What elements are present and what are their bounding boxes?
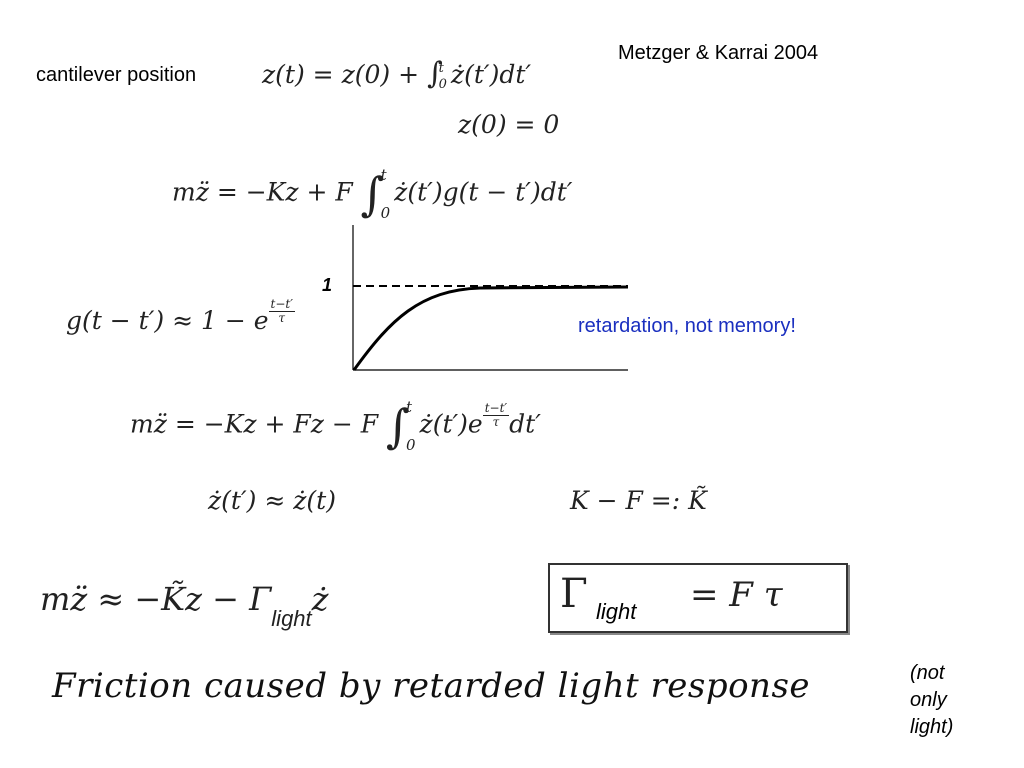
lower-limit: 0 (405, 436, 416, 454)
initial-condition: z(0) = 0 (458, 110, 560, 139)
response-plot (352, 225, 629, 371)
gamma-light-subscript: light (596, 599, 637, 624)
gamma-rhs: = F τ (690, 575, 783, 615)
lower-limit: 0 (438, 76, 447, 92)
position-equation-lhs: z(t) = z(0) + (262, 60, 427, 89)
lower-limit: 0 (380, 204, 391, 222)
response-function-lhs: g(t − t′) ≈ 1 − e (66, 306, 269, 335)
eom2-lhs: mz̈ = −Kz + Fz − F (130, 409, 379, 439)
position-equation-rhs: ż(t′)dt′ (450, 60, 532, 89)
friction-coefficient-box: Γ light = F τ (548, 563, 848, 633)
plot-level-label: 1 (322, 275, 333, 295)
final-equation-lhs: mz̈ ≈ −K̃z − Γ (40, 580, 272, 618)
citation: Metzger & Karrai 2004 (618, 42, 819, 64)
note-line: (not (910, 662, 945, 684)
slow-velocity-approximation: ż(t′) ≈ ż(t) (208, 486, 336, 515)
upper-limit: t (405, 398, 413, 416)
integral-sign: ∫ (360, 167, 385, 221)
exponent-numerator: t−t′ (268, 297, 295, 312)
effective-spring-constant: K − F =: K̃ (570, 486, 707, 515)
eom2-integrand-a: ż(t′)e (419, 409, 483, 439)
cantilever-label: cantilever position (36, 64, 197, 86)
retardation-annotation: retardation, not memory! (578, 315, 796, 337)
note-line: light) (910, 716, 954, 738)
note-line: only (910, 689, 947, 711)
upper-limit: t (438, 60, 444, 76)
exponent-numerator: t−t′ (482, 400, 510, 416)
upper-limit: t (380, 166, 387, 184)
eom1-integrand: ż(t′)g(t − t′)dt′ (394, 177, 573, 207)
light-subscript: light (271, 606, 312, 631)
gamma-symbol: Γ (560, 571, 588, 617)
exponent-denominator: τ (492, 414, 500, 429)
final-equation: mz̈ ≈ −K̃z − Γlightż (40, 580, 329, 631)
integral-sign: ∫ (427, 56, 443, 91)
exponent-fraction: t−t′τ (268, 297, 295, 325)
eom1-lhs: mz̈ = −Kz + F (172, 177, 353, 207)
exponent-denominator: τ (278, 311, 286, 325)
not-only-light-note: (not only light) (910, 660, 953, 741)
plot-response-curve (352, 285, 629, 371)
eom2-integrand-b: dt′ (509, 409, 541, 439)
integral-sign: ∫ (386, 399, 410, 453)
friction-caption: Friction caused by retarded light respon… (52, 666, 811, 706)
exponent-fraction: t−t′τ (482, 400, 510, 429)
final-equation-tail: ż (311, 580, 329, 618)
